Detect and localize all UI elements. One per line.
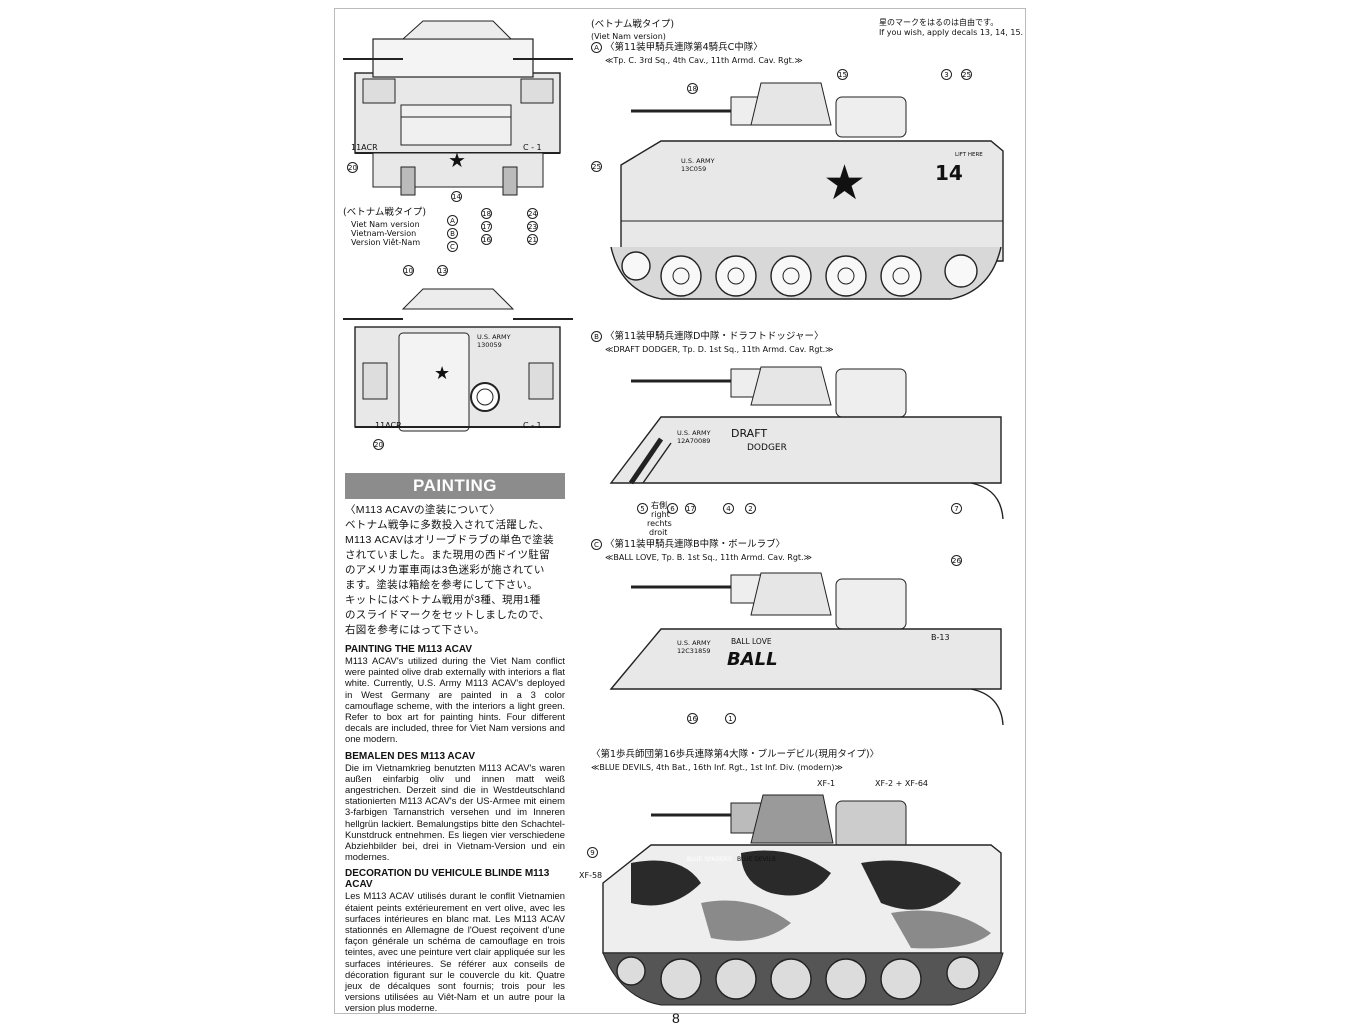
rear-star-icon: ★ [434, 363, 451, 384]
vehicle-b-side-de: rechts [647, 519, 672, 528]
legend-de: Vietnam-Version [351, 229, 417, 238]
vehicle-b-side-en: right [651, 510, 670, 519]
vehicle-a-lift: LIFT HERE [955, 152, 983, 158]
vehicle-d-xf58: XF-58 [579, 871, 603, 880]
vehicle-c-callout-1: 1 [725, 713, 736, 724]
vehicle-c-serial: 12C31859 [677, 647, 711, 655]
vehicle-b-name2: DODGER [747, 443, 787, 453]
rear-view-drawing [343, 288, 573, 432]
rear-right-label: C - 1 [523, 421, 542, 430]
vehicle-b-unit-jp: B 〈第11装甲騎兵連隊D中隊・ドラフトドッジャー〉 [591, 331, 823, 342]
de-heading: BEMALEN DES M113 ACAV [345, 750, 476, 762]
fr-heading: DECORATION DU VEHICULE BLINDE M113 ACAV [345, 868, 550, 891]
vehicle-c-army: U.S. ARMY [677, 639, 711, 647]
vehicle-a-serial: 13C059 [681, 165, 707, 173]
legend-table: A 18 24 B 17 23 C 16 21 [447, 208, 542, 252]
vehicle-c-name-big: BALL [727, 649, 778, 670]
vehicle-b-callout-6: 6 [667, 503, 678, 514]
vehicle-d-name1: BLUE SPADERS [687, 856, 732, 863]
legend-row-b: B 17 23 [447, 221, 542, 239]
jp-heading: 〈M113 ACAVの塗装について〉 [345, 504, 501, 516]
vehicle-a-army: U.S. ARMY [681, 157, 715, 165]
vehicle-b-name1: DRAFT [731, 427, 768, 440]
rear-left-label: 11ACR [375, 421, 402, 430]
vehicle-c-number: B-13 [931, 633, 950, 642]
vehicle-a-callout-3: 3 [941, 69, 952, 80]
vehicle-c-unit-jp: C 〈第11装甲騎兵連隊B中隊・ボールラブ〉 [591, 539, 785, 550]
vehicle-b-side-jp: 右側 [651, 501, 667, 510]
callout-20-front: 20 [347, 162, 358, 173]
legend-en: Viet Nam version [351, 220, 420, 229]
rear-serial-label: 130059 [477, 341, 502, 349]
legend-row-a: A 18 24 [447, 208, 542, 226]
vehicle-b-callout-5: 5 [637, 503, 648, 514]
vehicle-a-callout-25b: 25 [591, 161, 602, 172]
callout-14: 14 [451, 191, 462, 202]
en-heading: PAINTING THE M113 ACAV [345, 644, 473, 655]
instruction-page: 11ACR C - 1 ★ 14 20 (ベトナム戦タイプ) Viet Nam … [334, 8, 1026, 1014]
vehicle-d-unit-en: ≪BLUE DEVILS, 4th Bat., 16th Inf. Rgt., … [591, 763, 843, 772]
vehicle-a-callout-15: 15 [837, 69, 848, 80]
vehicle-a-callout-18: 18 [687, 83, 698, 94]
vehicle-a-type-jp: (ベトナム戦タイプ) [591, 19, 675, 30]
en-paragraph: M113 ACAV's utilized during the Viet Nam… [345, 655, 565, 745]
callout-13: 13 [437, 265, 448, 276]
vehicle-c-callout-26: 26 [951, 555, 962, 566]
header-right-en: If you wish, apply decals 13, 14, 15. [879, 28, 1024, 37]
fr-paragraph: Les M113 ACAV utilisés durant le conflit… [345, 890, 565, 1014]
vehicle-a-star-icon: ★ [823, 155, 867, 211]
vehicle-b-callout-17: 17 [685, 503, 696, 514]
vehicle-a-unit-en: ≪Tp. C. 3rd Sq., 4th Cav., 11th Armd. Ca… [605, 56, 803, 65]
vehicle-a-number: 14 [935, 161, 963, 185]
vehicle-d-drawing [602, 794, 1004, 1006]
vehicle-c-callout-16: 16 [687, 713, 698, 724]
star-insignia-icon: ★ [448, 148, 466, 172]
painting-title: PAINTING [345, 473, 565, 499]
vehicle-d-unit-jp: 〈第1歩兵師団第16歩兵連隊第4大隊・ブルーデビル(現用タイプ)〉 [591, 749, 880, 760]
painting-text-column: 〈M113 ACAVの塗装について〉 ベトナム戦争に多数投入されて活躍した、 M… [345, 504, 565, 1014]
legend-jp: (ベトナム戦タイプ) [343, 207, 427, 218]
vehicle-a-drawing [610, 82, 1004, 300]
vehicle-d-xf1: XF-1 [817, 779, 836, 788]
vehicle-d-callout-9: 9 [587, 847, 598, 858]
vehicle-a-type-en: (Viet Nam version) [591, 32, 666, 41]
de-paragraph: Die im Vietnamkrieg benutzten M113 ACAV'… [345, 761, 565, 863]
page-number: 8 [672, 1010, 680, 1026]
rear-army-label: U.S. ARMY [477, 333, 511, 341]
vehicle-b-side-fr: droit [649, 528, 668, 537]
vehicle-b-army: U.S. ARMY [677, 429, 711, 437]
legend-row-c: C 16 21 [447, 234, 542, 252]
vehicle-b-unit-en: ≪DRAFT DODGER, Tp. D. 1st Sq., 11th Armd… [605, 345, 834, 354]
front-view-drawing [343, 20, 573, 196]
vehicle-b-drawing [609, 366, 1004, 520]
vehicle-a-callout-25a: 25 [961, 69, 972, 80]
vehicle-a-unit-jp: A 〈第11装甲騎兵連隊第4騎兵C中隊〉 [591, 42, 763, 53]
front-left-label: 11ACR [351, 143, 378, 152]
callout-10: 10 [403, 265, 414, 276]
front-right-label: C - 1 [523, 143, 542, 152]
header-right-jp: 星のマークをはるのは自由です。 [879, 18, 999, 27]
vehicle-b-callout-2: 2 [745, 503, 756, 514]
vehicle-b-serial: 12A70089 [677, 437, 711, 445]
vehicle-b-callout-7: 7 [951, 503, 962, 514]
vehicle-c-drawing [609, 572, 1004, 726]
vehicle-c-name-small: BALL LOVE [731, 637, 772, 646]
vehicle-b-callout-4: 4 [723, 503, 734, 514]
callout-20-rear: 20 [373, 439, 384, 450]
legend-fr: Version Viêt-Nam [351, 238, 421, 247]
vehicle-c-unit-en: ≪BALL LOVE, Tp. B. 1st Sq., 11th Armd. C… [605, 553, 812, 562]
vehicle-d-xf2: XF-2 + XF-64 [875, 779, 928, 788]
vehicle-d-name2: BLUE DEVILS [737, 856, 776, 863]
